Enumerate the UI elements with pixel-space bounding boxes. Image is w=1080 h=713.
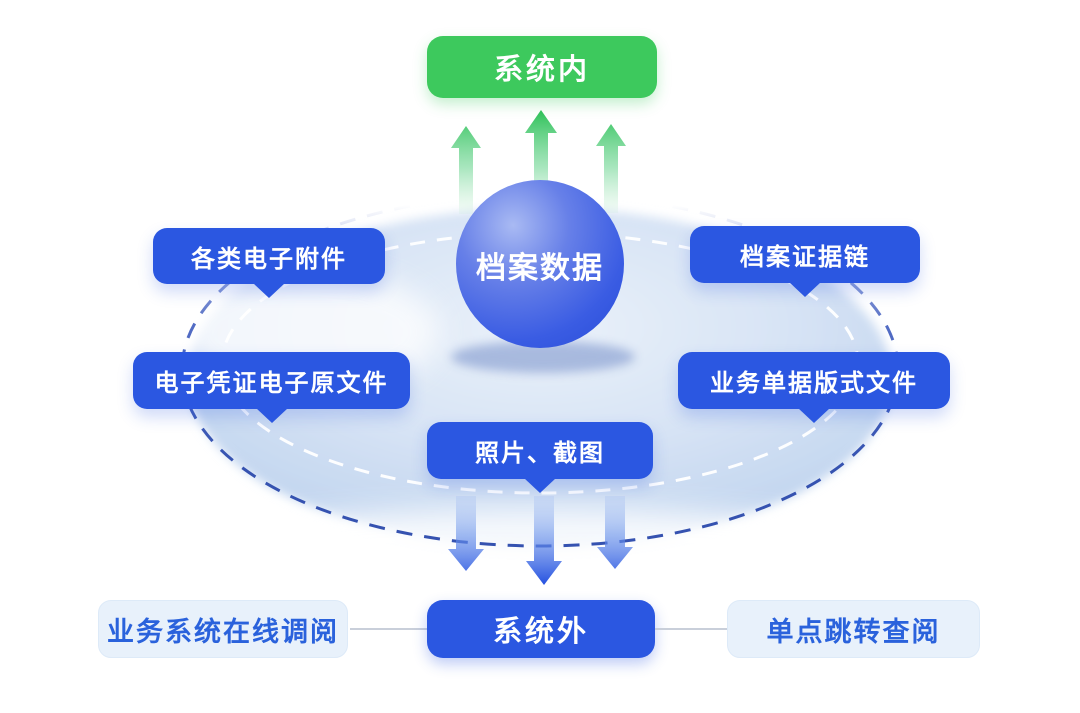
single-point-jump-view-box: 单点跳转查阅 xyxy=(727,600,980,658)
system-inside-box: 系统内 xyxy=(427,36,657,98)
down-arrow-icon xyxy=(597,496,633,569)
up-arrow-icon xyxy=(596,124,626,213)
tag-photos-screenshots: 照片、截图 xyxy=(427,422,653,479)
up-arrow-icon xyxy=(451,126,481,214)
connector-line-left xyxy=(350,628,427,630)
tag-business-document-layout-files: 业务单据版式文件 xyxy=(678,352,950,409)
connector-line-right xyxy=(655,628,727,630)
down-arrow-icon xyxy=(526,496,562,585)
sphere-label: 档案数据 xyxy=(476,252,604,285)
tag-electronic-voucher-original-files: 电子凭证电子原文件 xyxy=(133,352,410,409)
data-sphere xyxy=(456,180,624,348)
business-system-online-access-box: 业务系统在线调阅 xyxy=(98,600,348,658)
sphere-shadow xyxy=(451,341,635,373)
tag-electronic-attachments: 各类电子附件 xyxy=(153,228,385,284)
system-outside-box: 系统外 xyxy=(427,600,655,658)
up-arrow-icon xyxy=(525,110,557,222)
down-arrow-icon xyxy=(448,496,484,571)
tag-archive-evidence-chain: 档案证据链 xyxy=(690,226,920,283)
